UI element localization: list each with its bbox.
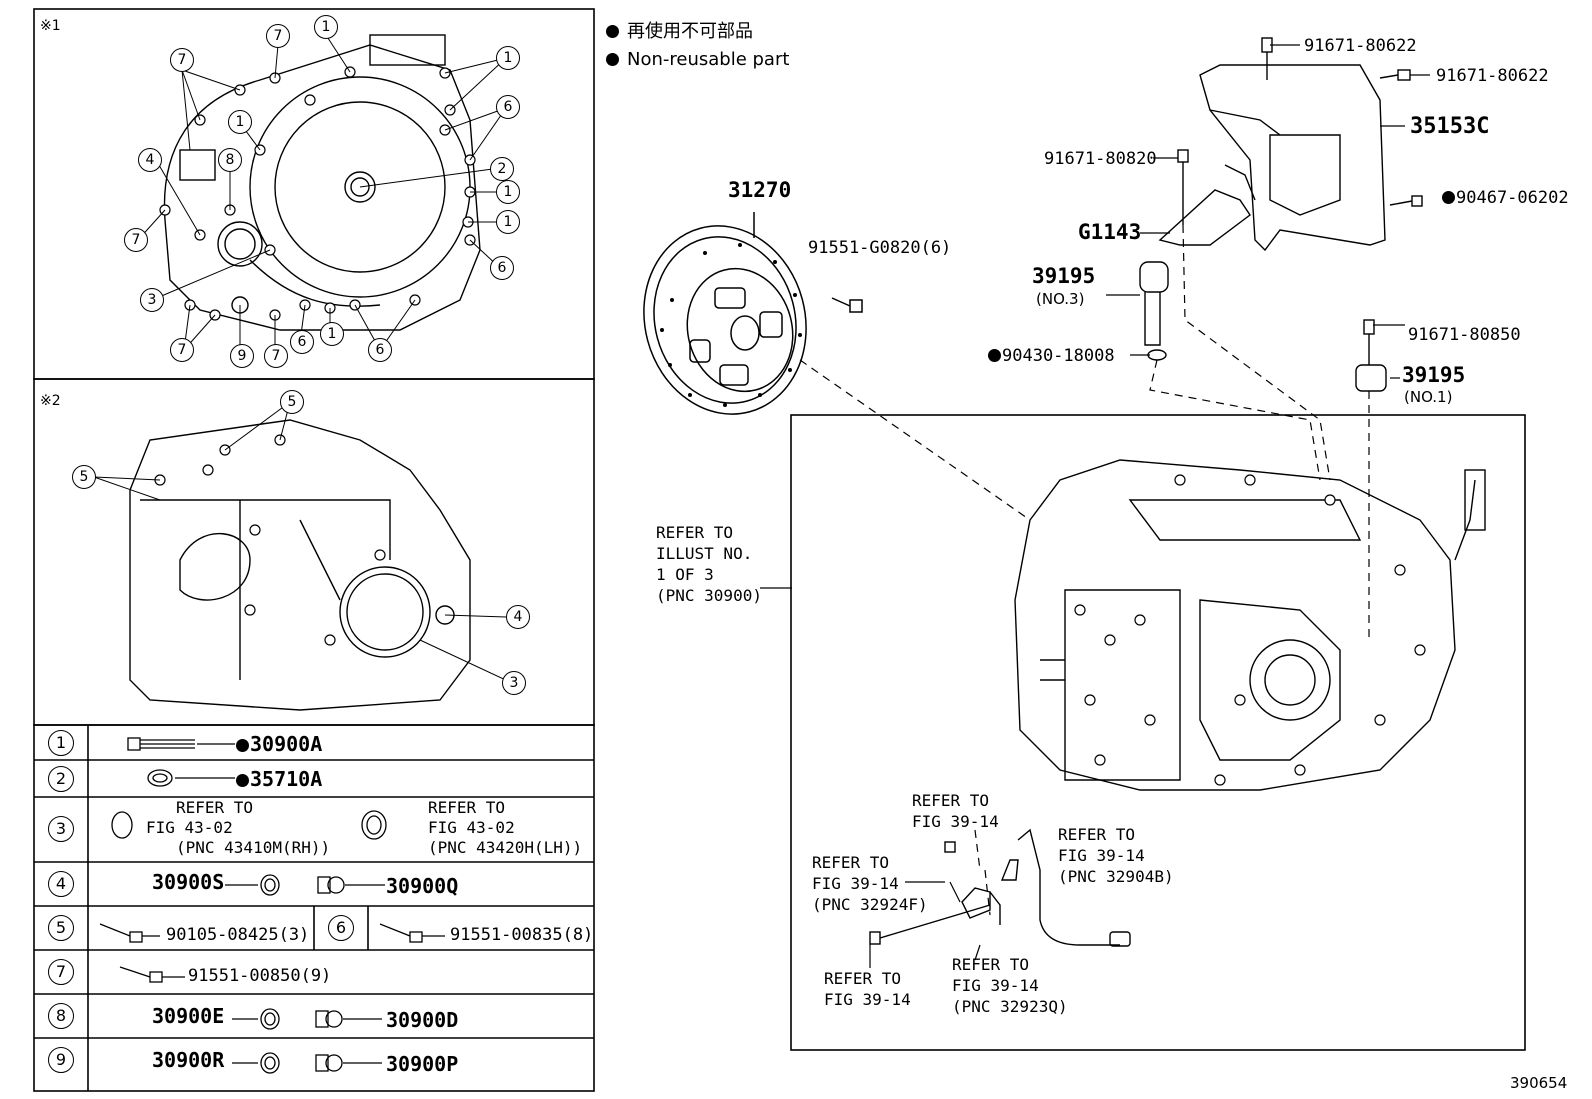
table-part-30900A[interactable]: 30900A <box>236 734 322 754</box>
table-part-90105[interactable]: 90105-08425(3) <box>166 925 310 945</box>
legend-english: Non-reusable part <box>606 46 789 74</box>
nonreusable-dot-icon <box>606 25 619 38</box>
callout-1[interactable]: 1 <box>314 15 338 39</box>
callout-1[interactable]: 1 <box>496 210 520 234</box>
part-90430-18008[interactable]: 90430-18008 <box>988 348 1115 365</box>
callout-6[interactable]: 6 <box>490 256 514 280</box>
nonreusable-dot-icon <box>236 739 249 752</box>
part-31270[interactable]: 31270 <box>728 178 792 202</box>
clutch-disc-drawing <box>643 212 863 415</box>
table-row-num: 8 <box>48 1003 74 1029</box>
refer-fig-39-14-32923q[interactable]: REFER TO FIG 39-14 (PNC 32923Q) <box>952 955 1068 1016</box>
nonreusable-dot-icon <box>606 53 619 66</box>
callout-6[interactable]: 6 <box>496 95 520 119</box>
part-g1143[interactable]: G1143 <box>1078 220 1142 244</box>
part-91671-80820[interactable]: 91671-80820 <box>1044 149 1157 169</box>
part-39195-no3[interactable]: 39195 <box>1032 264 1096 288</box>
sensor-drawing <box>869 828 1131 947</box>
part-91551-g0820[interactable]: 91551-G0820(6) <box>808 238 952 258</box>
legend-japanese: 再使用不可部品 <box>606 18 789 46</box>
refer-fig-39-14-a[interactable]: REFER TO FIG 39-14 <box>912 791 999 831</box>
table-ref-right-2[interactable]: FIG 43-02 <box>428 818 515 837</box>
table-part-30900S[interactable]: 30900S <box>152 870 225 894</box>
part-35153c[interactable]: 35153C <box>1410 114 1490 139</box>
callout-7[interactable]: 7 <box>266 24 290 48</box>
callout-7[interactable]: 7 <box>264 344 288 368</box>
part-39195-no3-sub: (NO.3) <box>1036 290 1085 308</box>
part-91671-80622-b[interactable]: 91671-80622 <box>1436 66 1549 86</box>
callout-5[interactable]: 5 <box>72 465 96 489</box>
callout-7[interactable]: 7 <box>170 338 194 362</box>
part-91671-80850[interactable]: 91671-80850 <box>1408 325 1521 345</box>
table-part-30900D[interactable]: 30900D <box>386 1008 459 1032</box>
callout-9[interactable]: 9 <box>230 344 254 368</box>
figure-number: 390654 <box>1510 1074 1568 1092</box>
table-part-35710A[interactable]: 35710A <box>236 769 322 789</box>
nonreusable-dot-icon <box>988 349 1001 362</box>
refer-fig-39-14-b[interactable]: REFER TO FIG 39-14 <box>824 969 911 1009</box>
table-row-num: 1 <box>48 730 74 756</box>
callout-7[interactable]: 7 <box>124 228 148 252</box>
case-drawing-1 <box>163 34 481 331</box>
callout-1[interactable]: 1 <box>320 322 344 346</box>
table-ref-left-1: REFER TO <box>176 798 254 817</box>
callout-6[interactable]: 6 <box>290 330 314 354</box>
legend: 再使用不可部品 Non-reusable part <box>606 18 789 74</box>
part-39195-no1-sub: (NO.1) <box>1404 388 1453 406</box>
table-row-num: 4 <box>48 871 74 897</box>
callout-5[interactable]: 5 <box>280 390 304 414</box>
table-icons <box>99 737 445 1074</box>
table-row-num: 6 <box>328 915 354 941</box>
refer-fig-39-14-32904b[interactable]: REFER TO FIG 39-14 (PNC 32904B) <box>1058 825 1174 886</box>
table-ref-left-3: (PNC 43410M(RH)) <box>176 838 331 857</box>
refer-fig-39-14-32924f[interactable]: REFER TO FIG 39-14 (PNC 32924F) <box>812 853 928 914</box>
transmission-drawing <box>1014 459 1486 791</box>
table-part-91551-00850[interactable]: 91551-00850(9) <box>188 966 332 986</box>
nonreusable-dot-icon <box>236 774 249 787</box>
nonreusable-dot-icon <box>1442 191 1455 204</box>
table-row-num: 2 <box>48 766 74 792</box>
parts-table-frame <box>33 724 595 1092</box>
panel-2-mark: ※2 <box>40 393 61 409</box>
table-part-91551-00835[interactable]: 91551-00835(8) <box>450 925 594 945</box>
callout-4[interactable]: 4 <box>506 605 530 629</box>
table-ref-right-3: (PNC 43420H(LH)) <box>428 838 583 857</box>
panel-1-mark: ※1 <box>40 18 61 34</box>
bracket-drawing <box>1139 37 1423 392</box>
part-91671-80622-a[interactable]: 91671-80622 <box>1304 36 1417 56</box>
part-90467-06202[interactable]: 90467-06202 <box>1442 190 1569 207</box>
callout-7[interactable]: 7 <box>170 48 194 72</box>
table-row-num: 7 <box>48 959 74 985</box>
callout-3[interactable]: 3 <box>502 671 526 695</box>
table-row-num: 5 <box>48 915 74 941</box>
table-part-30900Q[interactable]: 30900Q <box>386 874 459 898</box>
table-ref-left-2[interactable]: FIG 43-02 <box>146 818 233 837</box>
callout-2[interactable]: 2 <box>490 157 514 181</box>
callout-1[interactable]: 1 <box>496 46 520 70</box>
callout-4[interactable]: 4 <box>138 148 162 172</box>
callout-1[interactable]: 1 <box>496 180 520 204</box>
table-part-30900E[interactable]: 30900E <box>152 1004 225 1028</box>
case-drawing-2 <box>129 419 471 711</box>
callout-1[interactable]: 1 <box>228 110 252 134</box>
callout-6[interactable]: 6 <box>368 338 392 362</box>
table-row-num: 9 <box>48 1047 74 1073</box>
table-part-30900R[interactable]: 30900R <box>152 1048 225 1072</box>
refer-illust-30900[interactable]: REFER TO ILLUST NO. 1 OF 3 (PNC 30900) <box>656 523 762 605</box>
part-39195-no1[interactable]: 39195 <box>1402 363 1466 387</box>
callout-3[interactable]: 3 <box>140 288 164 312</box>
callout-8[interactable]: 8 <box>218 148 242 172</box>
table-row-num: 3 <box>48 816 74 842</box>
table-ref-right-1: REFER TO <box>428 798 506 817</box>
table-part-30900P[interactable]: 30900P <box>386 1052 459 1076</box>
assembly-box <box>790 414 1526 1051</box>
